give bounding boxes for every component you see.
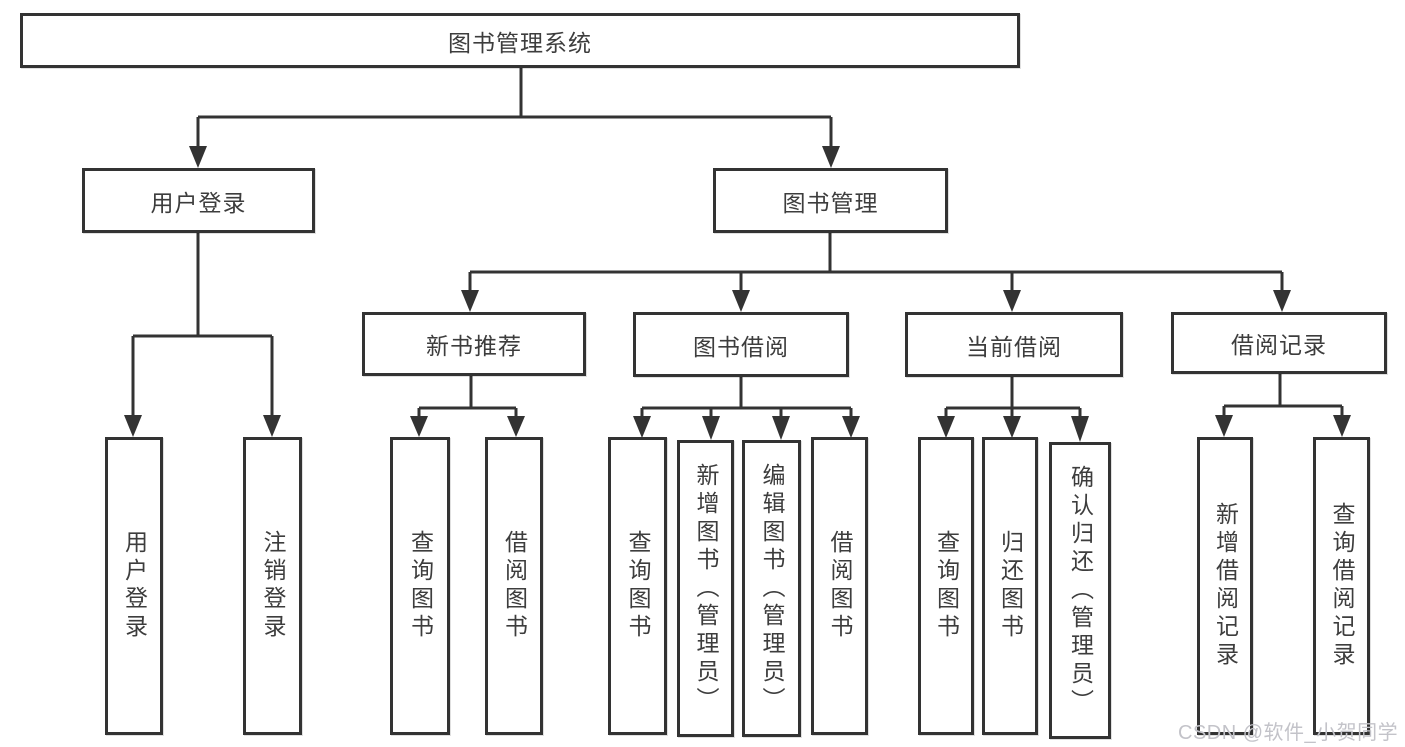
leaf-return-book: 归还图书: [982, 437, 1038, 735]
leaf-newbook-borrow-book-label: 借阅图书: [501, 530, 528, 642]
leaf-add-borrow-record: 新增借阅记录: [1197, 437, 1253, 735]
node-borrow-record-label: 借阅记录: [1231, 332, 1327, 358]
leaf-logout-login-label: 注销登录: [260, 530, 286, 642]
node-book-mgmt-label: 图书管理: [782, 189, 879, 216]
leaf-borrow-borrow-book: 借阅图书: [811, 437, 868, 735]
node-borrow-record: 借阅记录: [1171, 312, 1387, 374]
leaf-query-borrow-record: 查询借阅记录: [1313, 437, 1370, 735]
leaf-user-login: 用户登录: [105, 437, 163, 735]
node-new-book-recommend: 新书推荐: [362, 312, 586, 376]
leaf-add-book-admin-label: 新增图书（管理员）: [693, 462, 719, 715]
leaf-confirm-return-admin: 确认归还（管理员）: [1049, 442, 1111, 739]
leaf-newbook-borrow-book: 借阅图书: [485, 437, 543, 735]
leaf-add-book-admin: 新增图书（管理员）: [677, 440, 734, 737]
edge-current-borrow-children: [937, 377, 1089, 442]
leaf-query-borrow-record-label: 查询借阅记录: [1329, 502, 1355, 670]
edge-book-borrow-children: [633, 377, 860, 440]
leaf-borrow-borrow-book-label: 借阅图书: [827, 530, 853, 642]
leaf-edit-book-admin: 编辑图书（管理员）: [742, 440, 801, 737]
csdn-watermark: CSDN @软件_小贺同学: [1178, 722, 1399, 744]
edge-borrow-record-children: [1215, 374, 1351, 437]
leaf-edit-book-admin-label: 编辑图书（管理员）: [759, 462, 785, 715]
node-book-mgmt: 图书管理: [713, 168, 948, 233]
edge-root-to-level2: [189, 68, 840, 168]
leaf-current-query-book-label: 查询图书: [933, 530, 960, 642]
leaf-return-book-label: 归还图书: [997, 530, 1024, 642]
leaf-newbook-query-book: 查询图书: [390, 437, 450, 735]
leaf-newbook-query-book-label: 查询图书: [407, 530, 434, 642]
edge-user-login-children: [124, 233, 281, 437]
node-current-borrow: 当前借阅: [905, 312, 1123, 377]
leaf-add-borrow-record-label: 新增借阅记录: [1212, 502, 1239, 670]
node-book-borrow: 图书借阅: [633, 312, 849, 377]
leaf-user-login-label: 用户登录: [121, 530, 148, 642]
node-root-label: 图书管理系统: [448, 29, 592, 56]
node-book-borrow-label: 图书借阅: [693, 333, 789, 360]
leaf-borrow-query-book: 查询图书: [608, 437, 667, 735]
edge-book-mgmt-children: [461, 233, 1291, 312]
leaf-current-query-book: 查询图书: [918, 437, 974, 735]
leaf-logout-login: 注销登录: [243, 437, 302, 735]
node-new-book-recommend-label: 新书推荐: [426, 333, 522, 359]
node-root-system: 图书管理系统: [20, 13, 1020, 68]
leaf-confirm-return-admin-label: 确认归还（管理员）: [1067, 464, 1094, 717]
node-user-login: 用户登录: [82, 168, 315, 233]
leaf-borrow-query-book-label: 查询图书: [625, 530, 651, 642]
edge-new-book-children: [410, 376, 525, 437]
node-current-borrow-label: 当前借阅: [966, 333, 1062, 360]
node-user-login-label: 用户登录: [150, 189, 247, 216]
